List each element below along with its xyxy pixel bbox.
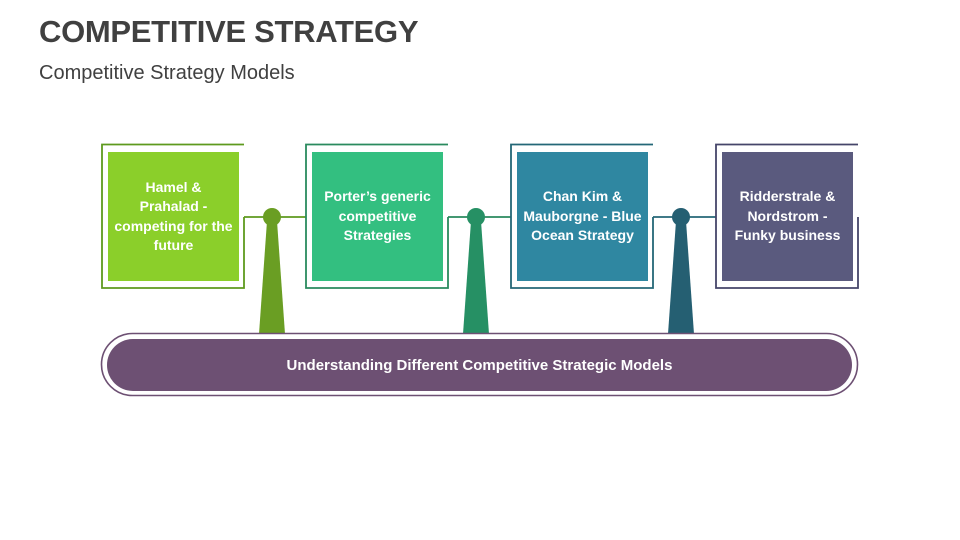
model-box-fill — [517, 152, 648, 281]
model-box-label: Ridderstrale & Nordstrom - Funky busines… — [734, 188, 841, 244]
page-title: COMPETITIVE STRATEGY — [39, 14, 419, 49]
model-box-label: Porter’s generic competitive Strategies — [324, 188, 431, 244]
base-bar-fill — [107, 339, 852, 391]
base-bar-outline — [100, 332, 859, 397]
pillar-knob — [263, 208, 281, 226]
pillar-knob — [467, 208, 485, 226]
pillar-stem — [463, 221, 489, 334]
model-box-outline — [101, 143, 245, 289]
model-box-outline — [715, 143, 859, 289]
model-box-outline — [510, 143, 654, 289]
model-box-fill — [108, 152, 239, 281]
pillar-stem — [668, 221, 694, 334]
pillar-stem — [259, 221, 285, 334]
base-bar — [100, 332, 859, 397]
model-box-label: Chan Kim & Mauborgne - Blue Ocean Strate… — [523, 188, 642, 244]
model-box-fill — [722, 152, 853, 281]
model-box-outline — [305, 143, 449, 289]
pillar-knob — [672, 208, 690, 226]
page-subtitle: Competitive Strategy Models — [39, 62, 295, 84]
model-box-label: Hamel & Prahalad - competing for the fut… — [114, 178, 233, 254]
model-box-fill — [312, 152, 443, 281]
base-bar-label: Understanding Different Competitive Stra… — [286, 356, 673, 374]
